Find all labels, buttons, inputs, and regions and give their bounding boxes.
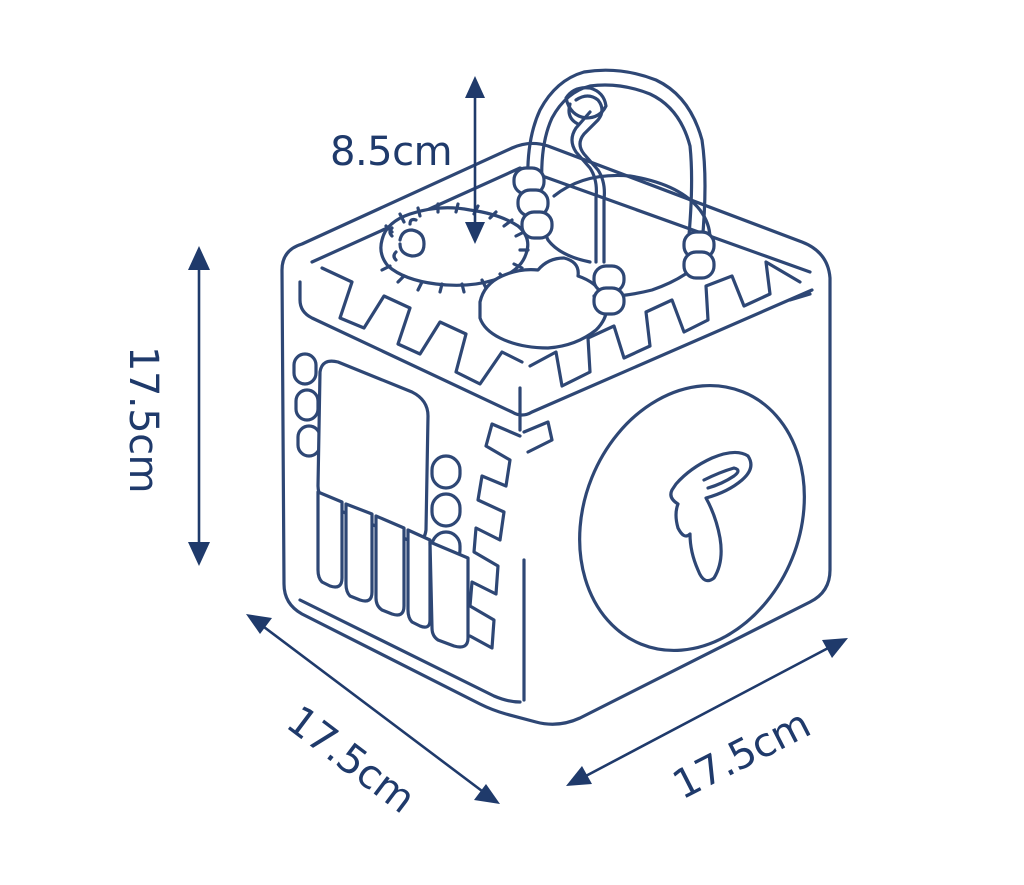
piano-keys: [316, 490, 470, 649]
gear-icon: [379, 206, 530, 287]
left-side-buttons: [292, 352, 322, 458]
bead-maze-top-cap: [564, 86, 608, 120]
bead: [682, 250, 716, 280]
piano-key: [374, 514, 406, 617]
p-shape-inner: [702, 466, 740, 490]
maze-base-shape: [552, 173, 712, 298]
activity-cube-illustration: [280, 68, 832, 726]
p-shape-cutout: [669, 450, 753, 583]
top-rim-left: [320, 266, 524, 386]
gear-teeth: [380, 202, 530, 294]
width-label: 17.5cm: [666, 701, 818, 809]
gear-paw-icon: [388, 217, 426, 262]
arrow-upleft-icon: [246, 614, 272, 634]
front-edge: [518, 386, 526, 702]
bead-height-dimension: 8.5cm: [330, 76, 485, 244]
beads: [512, 166, 716, 316]
oval-button: [430, 492, 462, 528]
round-button: [296, 424, 322, 458]
piano-key: [344, 502, 374, 603]
round-button: [294, 388, 320, 422]
oval-button: [430, 454, 462, 490]
bead-maze-wire-outer: [526, 68, 707, 248]
piano-key: [406, 528, 432, 629]
arrow-upright-icon: [822, 638, 848, 658]
arrow-downright-icon: [474, 784, 500, 804]
piano-key: [316, 490, 344, 589]
right-face-notches: [522, 292, 812, 454]
piano-key: [428, 540, 470, 649]
round-button: [292, 352, 318, 386]
bead-height-label: 8.5cm: [330, 129, 452, 175]
arrow-up-icon: [188, 246, 210, 270]
height-dimension: 17.5cm: [120, 246, 210, 566]
left-face-bottom-edge: [298, 598, 522, 704]
left-face-notches: [468, 422, 522, 650]
width-line: [581, 644, 833, 780]
bead: [520, 210, 554, 240]
arrow-down-icon: [188, 542, 210, 566]
depth-label: 17.5cm: [278, 697, 423, 822]
bead: [592, 286, 626, 316]
top-rim-right: [528, 260, 802, 388]
arrow-downleft-icon: [566, 766, 592, 786]
arrow-down-icon: [465, 222, 485, 244]
height-label: 17.5cm: [120, 346, 166, 493]
depth-line: [259, 622, 487, 796]
arrow-up-icon: [465, 76, 485, 98]
top-rim-band: [298, 280, 814, 417]
